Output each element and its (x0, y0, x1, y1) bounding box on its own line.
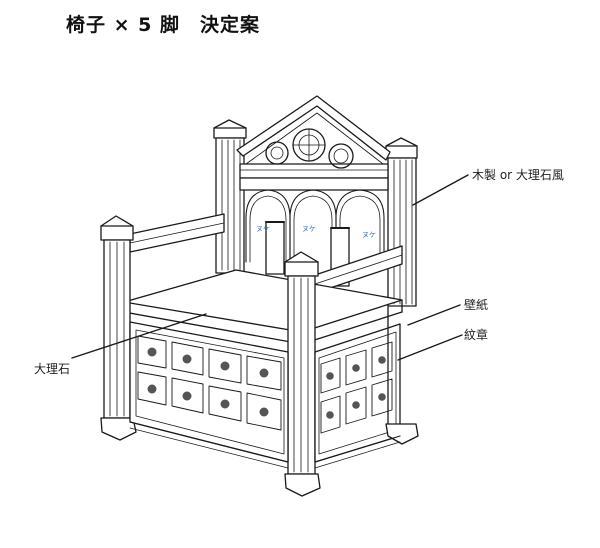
back-post-left (213, 119, 247, 274)
front-post-right (284, 251, 321, 497)
pointer-wood-marble (412, 174, 469, 206)
back-arcade (239, 177, 389, 287)
side-panel (314, 323, 401, 463)
front-post-left (100, 215, 137, 441)
pointer-marble (71, 313, 207, 359)
pointer-wallpaper (407, 304, 461, 326)
arm-left (129, 213, 225, 253)
pointer-crest (397, 334, 463, 361)
back-post-right-foot (385, 305, 419, 445)
cutout-mark-1: ヌケ (256, 225, 270, 233)
label-wood-or-marble: 木製 or 大理石風 (472, 168, 564, 182)
label-crest: 紋章 (464, 328, 489, 342)
page-title: 椅子 × 5 脚 決定案 (66, 14, 260, 36)
cutout-mark-2: ヌケ (302, 225, 316, 233)
back-post-right (385, 137, 418, 307)
plinth-bases (129, 421, 401, 469)
cutout-mark-3: ヌケ (362, 231, 376, 239)
pediment (236, 95, 391, 179)
front-panel (129, 321, 289, 463)
label-wallpaper: 壁紙 (464, 298, 489, 312)
label-marble: 大理石 (34, 362, 71, 376)
annotation-lines (71, 174, 469, 361)
rosette-carvings (265, 128, 354, 169)
